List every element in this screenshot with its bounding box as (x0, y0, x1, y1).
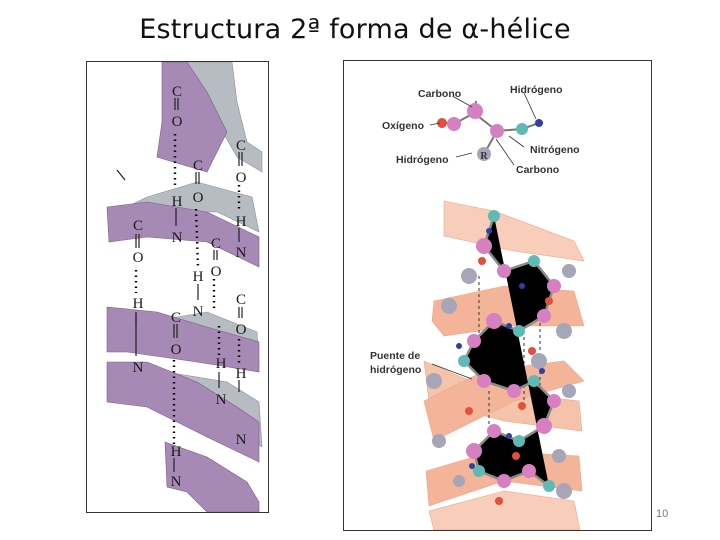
ribbon-front-1 (156, 62, 228, 173)
schematic-helix-diagram: C O C O C O H C O H N N C O H N C O H N … (106, 62, 263, 512)
atom-h4: H (236, 214, 247, 230)
atom-h3: H (172, 194, 183, 210)
atom-h10: H (236, 366, 247, 382)
atom-o4: O (133, 250, 144, 266)
ribbon-front-4 (106, 361, 260, 463)
atom-h6: H (193, 269, 204, 285)
atom-h9: H (216, 356, 227, 372)
atom-n12: N (171, 474, 182, 490)
atom-c6: C (211, 236, 221, 252)
label-puente-line1: Puente de (370, 350, 420, 362)
hbond-label: Puente de hidrógeno (370, 350, 473, 380)
atom-c7: C (236, 292, 246, 308)
molecular-helix-diagram: R Carbono Hidrógeno Oxígeno Nitrógeno Hi… (370, 84, 585, 530)
atom-n8: N (133, 360, 144, 376)
atom-n6: N (193, 304, 204, 320)
atom-c9: C (171, 310, 181, 326)
atom-o1: O (172, 114, 183, 130)
ribbon-front-2 (106, 201, 260, 268)
atom-c2: C (236, 138, 246, 154)
label-hidrogeno-left: Hidrógeno (396, 154, 449, 166)
atom-o7: O (236, 322, 247, 338)
schematic-helix-panel: C O C O C O H C O H N N C O H N C O H N … (86, 61, 269, 513)
label-carbono-bottom: Carbono (516, 164, 559, 176)
atom-o6: O (211, 264, 222, 280)
atom-n9: N (216, 392, 227, 408)
atom-spheres (426, 210, 576, 505)
atom-c4: C (133, 218, 143, 234)
label-nitrogeno: Nitrógeno (530, 144, 580, 156)
label-carbono-top: Carbono (418, 88, 461, 100)
slide-title: Estructura 2ª forma de α-hélice (139, 14, 571, 45)
label-hidrogeno-top: Hidrógeno (510, 84, 563, 96)
ribbon-front-5 (164, 441, 260, 512)
atom-n10: N (236, 432, 247, 448)
atom-n5: N (172, 230, 183, 246)
atom-c1: C (172, 84, 182, 100)
label-puente-line2: hidrógeno (370, 364, 421, 376)
atom-o9: O (171, 342, 182, 358)
atom-h8: H (133, 296, 144, 312)
atom-c3: C (193, 158, 203, 174)
label-oxigeno: Oxígeno (382, 120, 424, 132)
atom-o2: O (236, 170, 247, 186)
peptide-legend: R Carbono Hidrógeno Oxígeno Nitrógeno Hi… (382, 84, 580, 176)
molecular-helix-panel: R Carbono Hidrógeno Oxígeno Nitrógeno Hi… (343, 60, 652, 531)
label-r-group: R (480, 151, 488, 162)
page-number: 10 (656, 508, 669, 520)
atom-h12: H (171, 444, 182, 460)
atom-n4: N (236, 245, 247, 261)
atom-o3: O (193, 190, 204, 206)
ribbon-front-3 (106, 306, 260, 373)
